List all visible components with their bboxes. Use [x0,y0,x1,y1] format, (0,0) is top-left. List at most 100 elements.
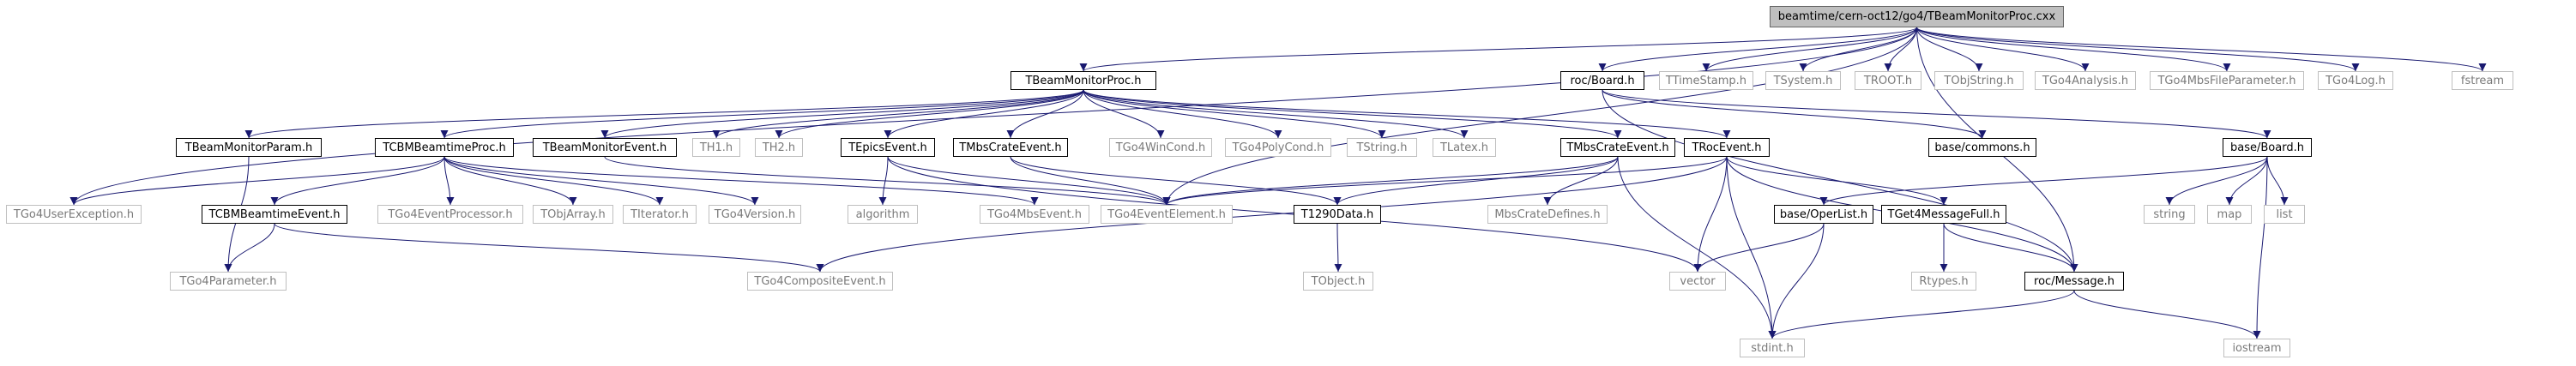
dependency-edge [1083,89,1622,139]
dependency-edge [816,156,1728,273]
node-tgo4version-h: TGo4Version.h [709,205,801,224]
dependency-edge [1334,223,1342,273]
node-stdint-h: stdint.h [1740,339,1805,357]
node-vector: vector [1669,272,1726,291]
node-tobjstring-h: TObjString.h [1934,71,2024,90]
dependency-edge [270,156,445,206]
node-tstring-h: TString.h [1347,138,1417,157]
dependency-edge [1162,27,1917,206]
dependency-edge [1006,89,1084,139]
dependency-edge [1602,89,1987,139]
node-tgo4compositeevent-h: TGo4CompositeEvent.h [747,272,893,291]
dependency-edge [443,156,664,206]
node-t1290data-h[interactable]: T1290Data.h [1294,205,1381,224]
dependency-edge [1916,27,1983,72]
node-string: string [2144,205,2195,224]
dependency-edge [1083,89,1282,139]
node-map: map [2207,205,2252,224]
node-tsystem-h: TSystem.h [1765,71,1841,90]
dependency-edge [878,156,889,206]
dependency-edge [1768,290,2075,339]
dependency-edge [2253,156,2268,339]
dependency-edge [443,156,759,206]
node-tepicsevent-h[interactable]: TEpicsEvent.h [841,138,935,157]
dependency-edge [1083,89,1731,139]
node-roc-board-h[interactable]: roc/Board.h [1560,71,1644,90]
dependency-edge [1079,27,1917,72]
node-tbeammonitorproc-h[interactable]: TBeamMonitorProc.h [1010,71,1156,90]
dependency-edge [1010,156,1171,206]
dependency-edge [1943,223,2078,273]
node-tgo4eventprocessor-h: TGo4EventProcessor.h [377,205,523,224]
node-iostream: iostream [2223,339,2290,357]
dependency-edge [712,89,1084,139]
dependency-edge [887,156,1171,206]
node-tgo4log-h: TGo4Log.h [2318,71,2393,90]
dependency-edge [69,27,1917,206]
dependency-edge [2073,290,2261,339]
node-tlatex-h: TLatex.h [1433,138,1496,157]
dependency-edge [1083,89,1386,139]
dependency-edge [1333,156,1619,206]
node-tobjarray-h: TObjArray.h [533,205,613,224]
dependency-edge [1693,223,1825,273]
dependency-edge [600,89,1084,139]
node-algorithm: algorithm [848,205,918,224]
dependency-edge [2266,156,2289,206]
node-tgo4userexception-h: TGo4UserException.h [6,205,142,224]
dependency-edge [1598,27,1917,72]
dependency-edge [1543,156,1619,206]
node-base-board-h[interactable]: base/Board.h [2223,138,2312,157]
node-trocevent-h[interactable]: TRocEvent.h [1684,138,1770,157]
dependency-edge [1162,156,1728,206]
node-tmbscrateevent-h[interactable]: TMbsCrateEvent.h [953,138,1068,157]
node-rtypes-h: Rtypes.h [1911,272,1976,291]
node-base-operlist-h[interactable]: base/OperList.h [1774,205,1873,224]
dependency-edge [1726,156,1948,206]
dependency-edge [1916,27,2360,72]
node-mbscratedefines-h: MbsCrateDefines.h [1487,205,1608,224]
dependency-edge [274,223,824,273]
dependency-edge [887,156,1702,273]
dependency-edge [1010,156,1342,206]
node-tgo4parameter-h: TGo4Parameter.h [170,272,287,291]
node-fstream: fstream [2452,71,2513,90]
node-tgo4eventelement-h: TGo4EventElement.h [1101,205,1233,224]
dependency-edge [440,89,1084,139]
node-roc-message-h[interactable]: roc/Message.h [2024,272,2124,291]
dependency-edge [1916,27,2090,72]
dependency-edge [1083,89,1165,139]
dependency-edge [1083,89,1469,139]
node-titerator-h: TIterator.h [623,205,697,224]
node-tgo4polycond-h: TGo4PolyCond.h [1225,138,1331,157]
dependency-edge [224,223,275,273]
dependency-edge [443,156,1039,206]
dependency-edge [1916,27,2231,72]
node-tcbmbeamtimeproc-h[interactable]: TCBMBeamtimeProc.h [375,138,514,157]
dependency-edge [2225,156,2268,206]
node-tget4messagefull-h[interactable]: TGet4MessageFull.h [1881,205,2006,224]
node-tgo4analysis-h: TGo4Analysis.h [2035,71,2136,90]
dependency-edge [1768,223,1825,339]
dependency-edge [69,156,445,206]
node-tbeammonitorevent-h[interactable]: TBeamMonitorEvent.h [533,138,677,157]
node-tbeammonitorparam-h[interactable]: TBeamMonitorParam.h [176,138,322,157]
dependency-edge [443,156,455,206]
dependency-edge [1799,27,1917,72]
node-tgo4mbsfileparameter-h: TGo4MbsFileParameter.h [2150,71,2304,90]
node-tobject-h: TObject.h [1303,272,1373,291]
dependency-edge [1702,27,1917,72]
dependency-edge [1819,156,2268,206]
dependency-edge [2165,156,2268,206]
dependency-edge [1916,27,2487,72]
node-tmbscrateevent-h-secondary[interactable]: TMbsCrateEvent.h [1560,138,1675,157]
node-tcbmbeamtimeevent-h[interactable]: TCBMBeamtimeEvent.h [202,205,347,224]
dependency-edge [1617,156,1777,339]
dependency-edge [1726,156,1777,339]
dependency-edge [443,156,577,206]
node-base-commons-h[interactable]: base/commons.h [1928,138,2036,157]
node-tgo4mbsevent-h: TGo4MbsEvent.h [980,205,1089,224]
dependency-edge [884,89,1084,139]
node-root-file: beamtime/cern-oct12/go4/TBeamMonitorProc… [1770,6,2064,27]
